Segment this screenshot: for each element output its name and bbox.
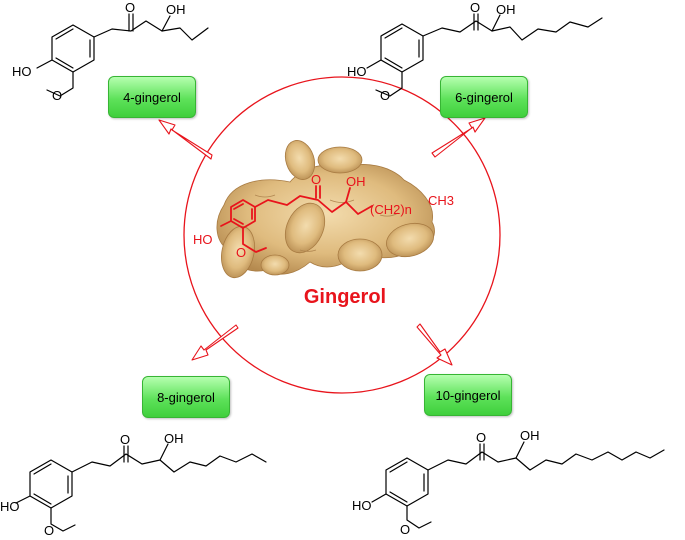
structure-8-ketone-o: O [120,432,130,447]
structure-4-hydroxyl: OH [166,2,186,17]
structure-6-ketone-o: O [470,0,480,15]
label-6-gingerol: 6-gingerol [440,76,528,118]
structure-10-gingerol: O OH HO O [352,428,665,537]
label-10-gingerol: 10-gingerol [424,374,512,416]
structure-6-ho: HO [347,64,367,79]
structure-10-ketone-o: O [476,430,486,445]
structure-8-gingerol: O OH HO O [0,431,267,538]
ginger-root-image [216,140,435,279]
structure-4-methoxy-o: O [52,88,62,103]
structure-6-methoxy-o: O [380,88,390,103]
structure-6-hydroxyl: OH [496,2,516,17]
structure-4-ketone-o: O [125,0,135,15]
center-methoxy-o: O [236,245,246,260]
structure-10-ho: HO [352,498,372,513]
arrows [158,117,486,366]
arrow-to-8-gingerol [191,324,239,361]
structure-8-methoxy-o: O [44,523,54,538]
structure-4-ho: HO [12,64,32,79]
arrow-to-10-gingerol [416,323,453,366]
center-structure: O OH HO O (CH2)n CH3 [193,172,454,260]
structure-4-gingerol: O OH HO O [12,0,209,103]
arrow-to-6-gingerol [431,117,486,158]
label-8-gingerol: 8-gingerol [142,376,230,418]
center-ho: HO [193,232,213,247]
structure-6-gingerol: O OH HO O [347,0,603,103]
structure-10-methoxy-o: O [400,522,410,537]
label-4-gingerol: 4-gingerol [108,76,196,118]
center-ch3: CH3 [428,193,454,208]
center-hydroxyl: OH [346,174,366,189]
arrow-to-4-gingerol [158,119,213,160]
center-title: Gingerol [303,286,387,308]
center-ch2-group: (CH2)n [370,202,412,217]
center-ketone-o: O [311,172,321,187]
structure-8-hydroxyl: OH [164,431,184,446]
structure-10-hydroxyl: OH [520,428,540,443]
structure-8-ho: HO [0,499,20,514]
